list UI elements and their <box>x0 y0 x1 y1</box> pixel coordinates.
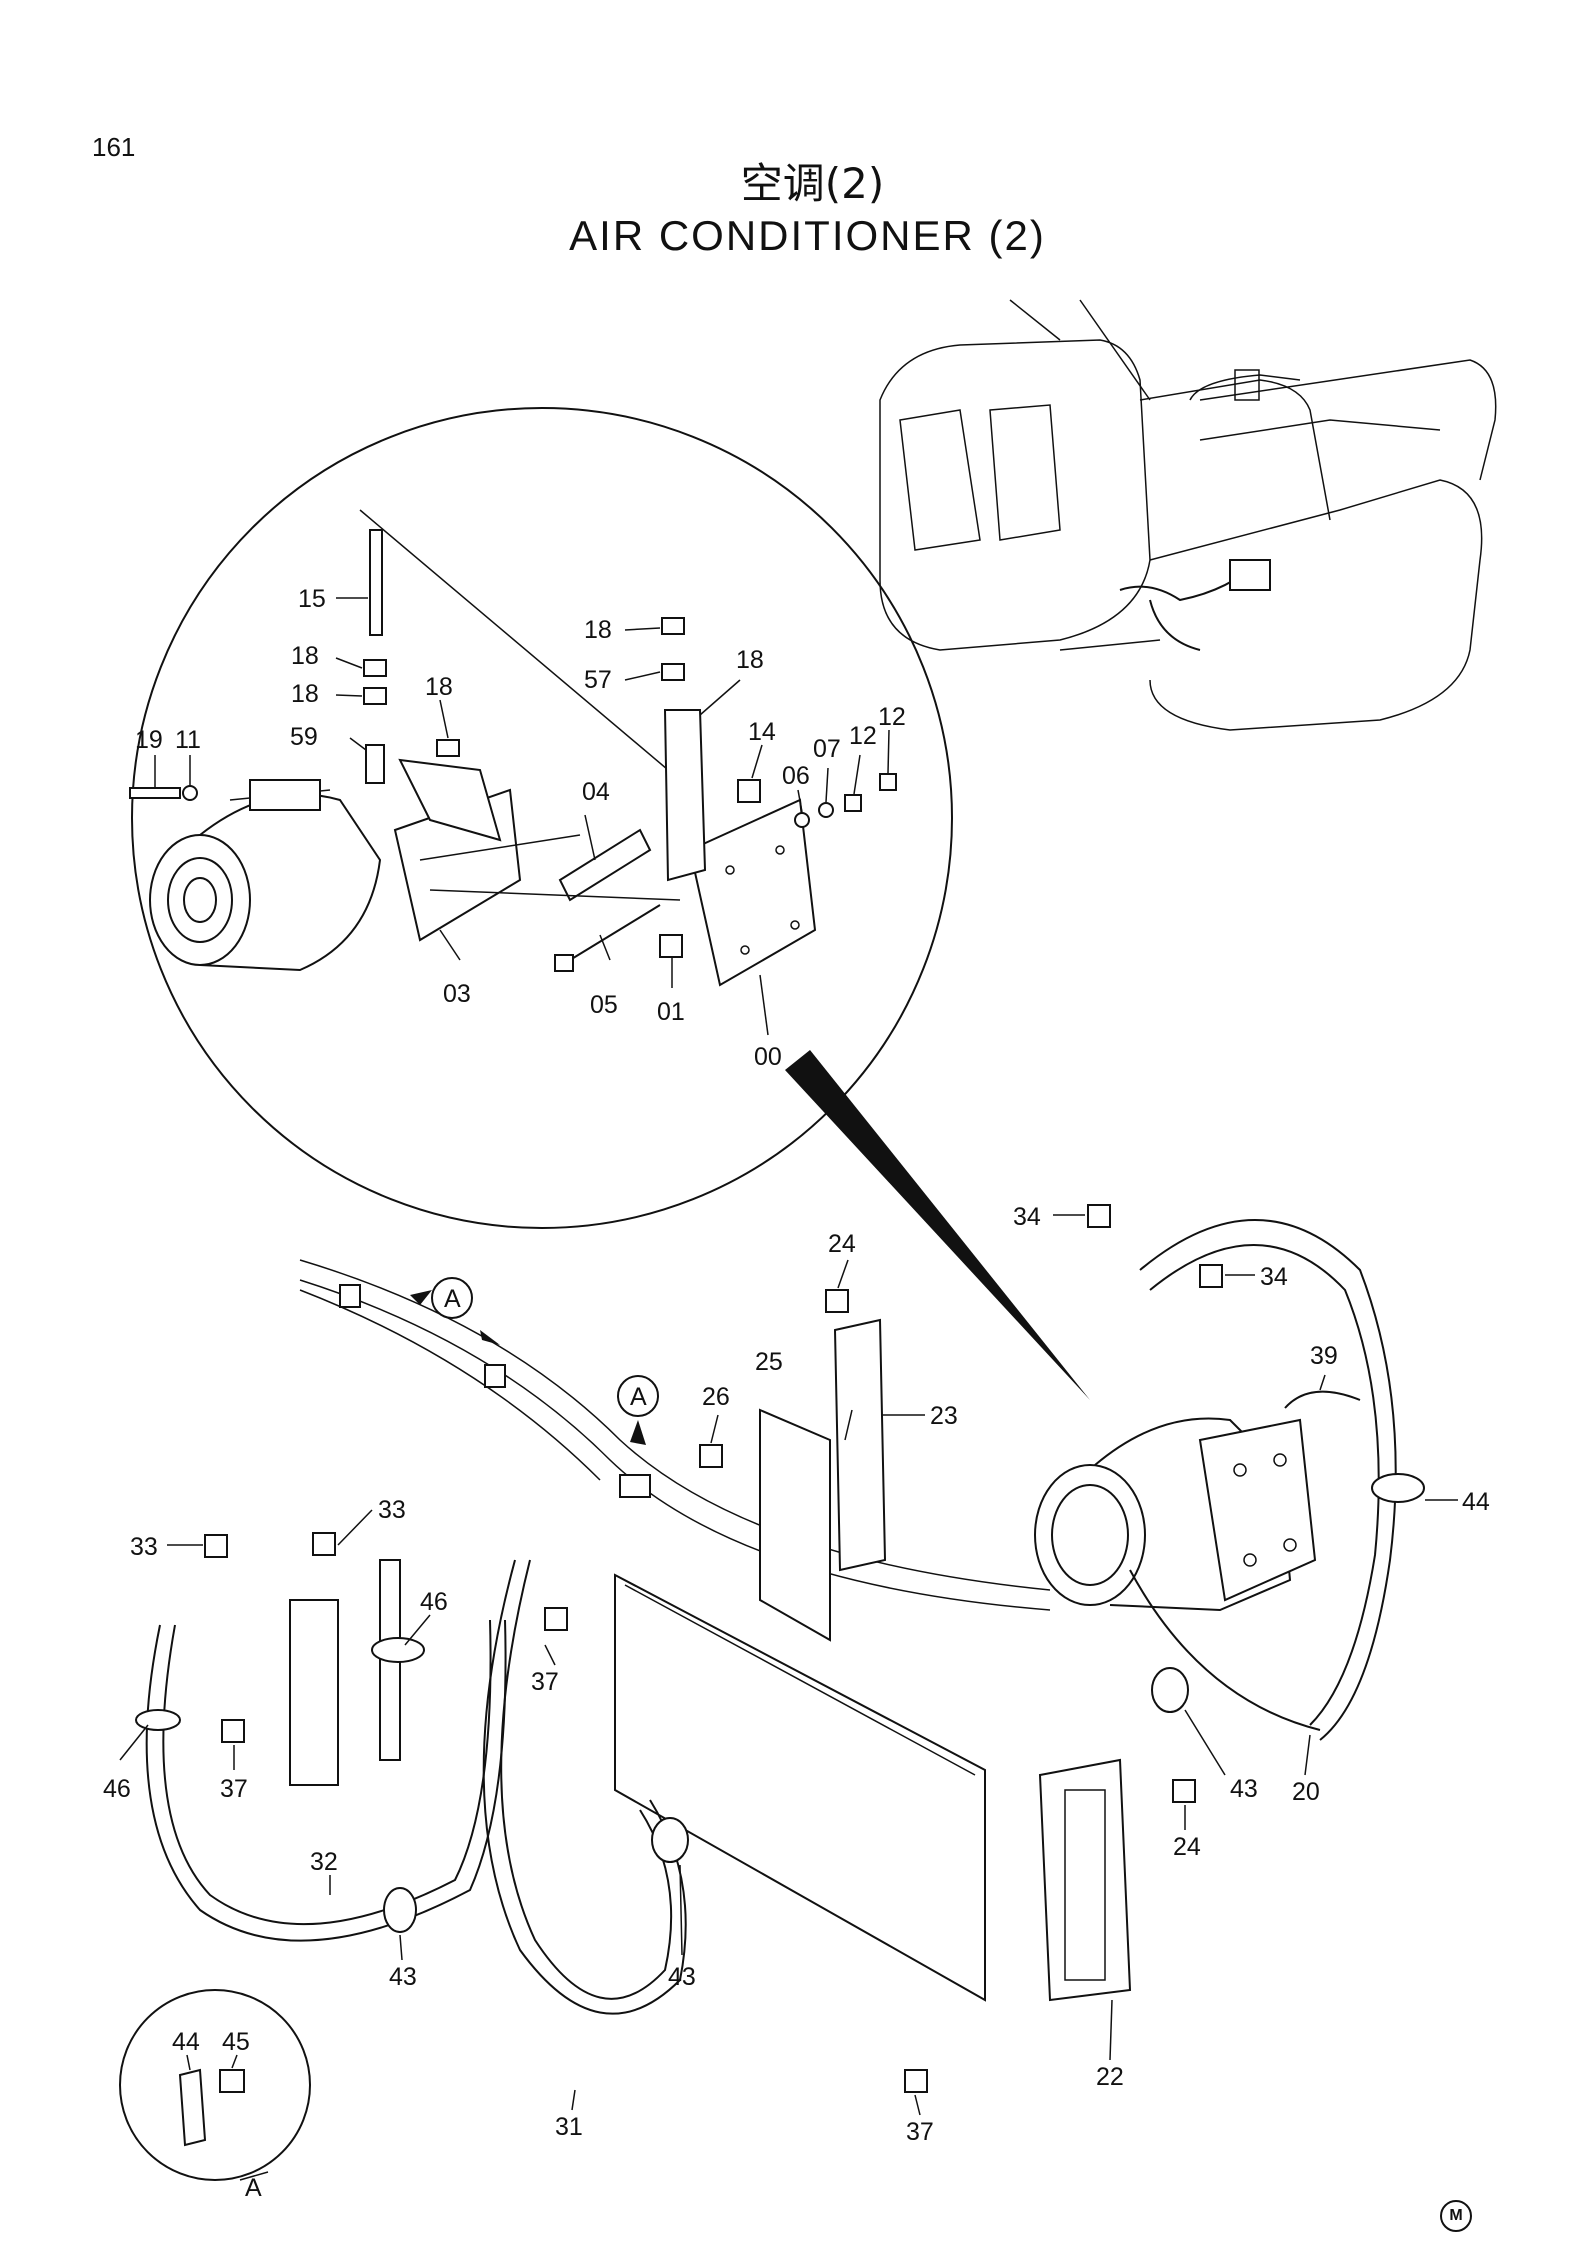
callout-18: 18 <box>291 642 319 670</box>
callout-34: 34 <box>1260 1263 1288 1291</box>
callout-04: 04 <box>582 778 610 806</box>
title-chinese: 空调(2) <box>740 159 885 208</box>
excavator-overview <box>879 299 1497 731</box>
lower-assembly <box>119 1204 1458 2181</box>
callout-32: 32 <box>310 1848 338 1876</box>
callout-46: 46 <box>103 1775 131 1803</box>
callout-46: 46 <box>420 1588 448 1616</box>
callout-12: 12 <box>849 722 877 750</box>
callout-37: 37 <box>906 2118 934 2146</box>
callout-43: 43 <box>668 1963 696 1991</box>
callout-19: 19 <box>135 726 163 754</box>
callout-43: 43 <box>389 1963 417 1991</box>
callout-33: 33 <box>378 1496 406 1524</box>
detail-circle <box>129 407 1090 1400</box>
bracket-25 <box>759 1408 831 1642</box>
detail-inset-A <box>119 1989 311 2181</box>
callout-39: 39 <box>1310 1342 1338 1370</box>
callout-01: 01 <box>657 998 685 1026</box>
callout-33: 33 <box>130 1533 158 1561</box>
compressor-detail <box>149 779 382 972</box>
callout-14: 14 <box>748 718 776 746</box>
bracket-23 <box>833 1318 887 1572</box>
callout-18: 18 <box>736 646 764 674</box>
stud-15 <box>369 529 383 636</box>
callout-15: 15 <box>298 585 326 613</box>
callout-18: 18 <box>584 616 612 644</box>
callout-45: 45 <box>222 2028 250 2056</box>
callout-A: A <box>630 1383 647 1411</box>
callout-06: 06 <box>782 762 810 790</box>
plate-00 <box>688 798 817 987</box>
callout-labels: 15 18 18 18 18 18 57 19 11 59 14 06 07 1… <box>103 585 1490 2202</box>
callout-23: 23 <box>930 1402 958 1430</box>
callout-11: 11 <box>175 726 201 754</box>
footer-mark: M <box>1440 2200 1472 2232</box>
callout-05: 05 <box>590 991 618 1019</box>
compressor <box>1034 1417 1317 1612</box>
callout-A: A <box>444 1285 461 1313</box>
title-english: AIR CONDITIONER (2) <box>569 212 1046 259</box>
callout-57: 57 <box>584 666 612 694</box>
callout-12: 12 <box>878 703 906 731</box>
detail-pointer <box>785 1050 1090 1400</box>
page-number: 161 <box>92 132 136 162</box>
callout-44: 44 <box>1462 1488 1490 1516</box>
callout-18: 18 <box>425 673 453 701</box>
callout-25: 25 <box>755 1348 783 1376</box>
callout-37: 37 <box>220 1775 248 1803</box>
condenser <box>614 1573 986 2002</box>
callout-26: 26 <box>702 1383 730 1411</box>
callout-24: 24 <box>1173 1833 1201 1861</box>
callout-59: 59 <box>290 723 318 751</box>
callout-20: 20 <box>1292 1778 1320 1806</box>
callout-31: 31 <box>555 2113 583 2141</box>
callout-34: 34 <box>1013 1203 1041 1231</box>
bracket-22 <box>1038 1758 1132 2002</box>
callout-03: 03 <box>443 980 471 1008</box>
spacer-04 <box>558 828 652 902</box>
callout-A: A <box>245 2174 262 2202</box>
callout-37: 37 <box>531 1668 559 1696</box>
callout-24: 24 <box>828 1230 856 1258</box>
callout-43: 43 <box>1230 1775 1258 1803</box>
callout-22: 22 <box>1096 2063 1124 2091</box>
callout-00: 00 <box>754 1043 782 1071</box>
callout-07: 07 <box>813 735 841 763</box>
callout-18: 18 <box>291 680 319 708</box>
callout-44: 44 <box>172 2028 200 2056</box>
bracket-vertical <box>663 709 707 882</box>
receiver-dryer <box>289 1599 339 1786</box>
